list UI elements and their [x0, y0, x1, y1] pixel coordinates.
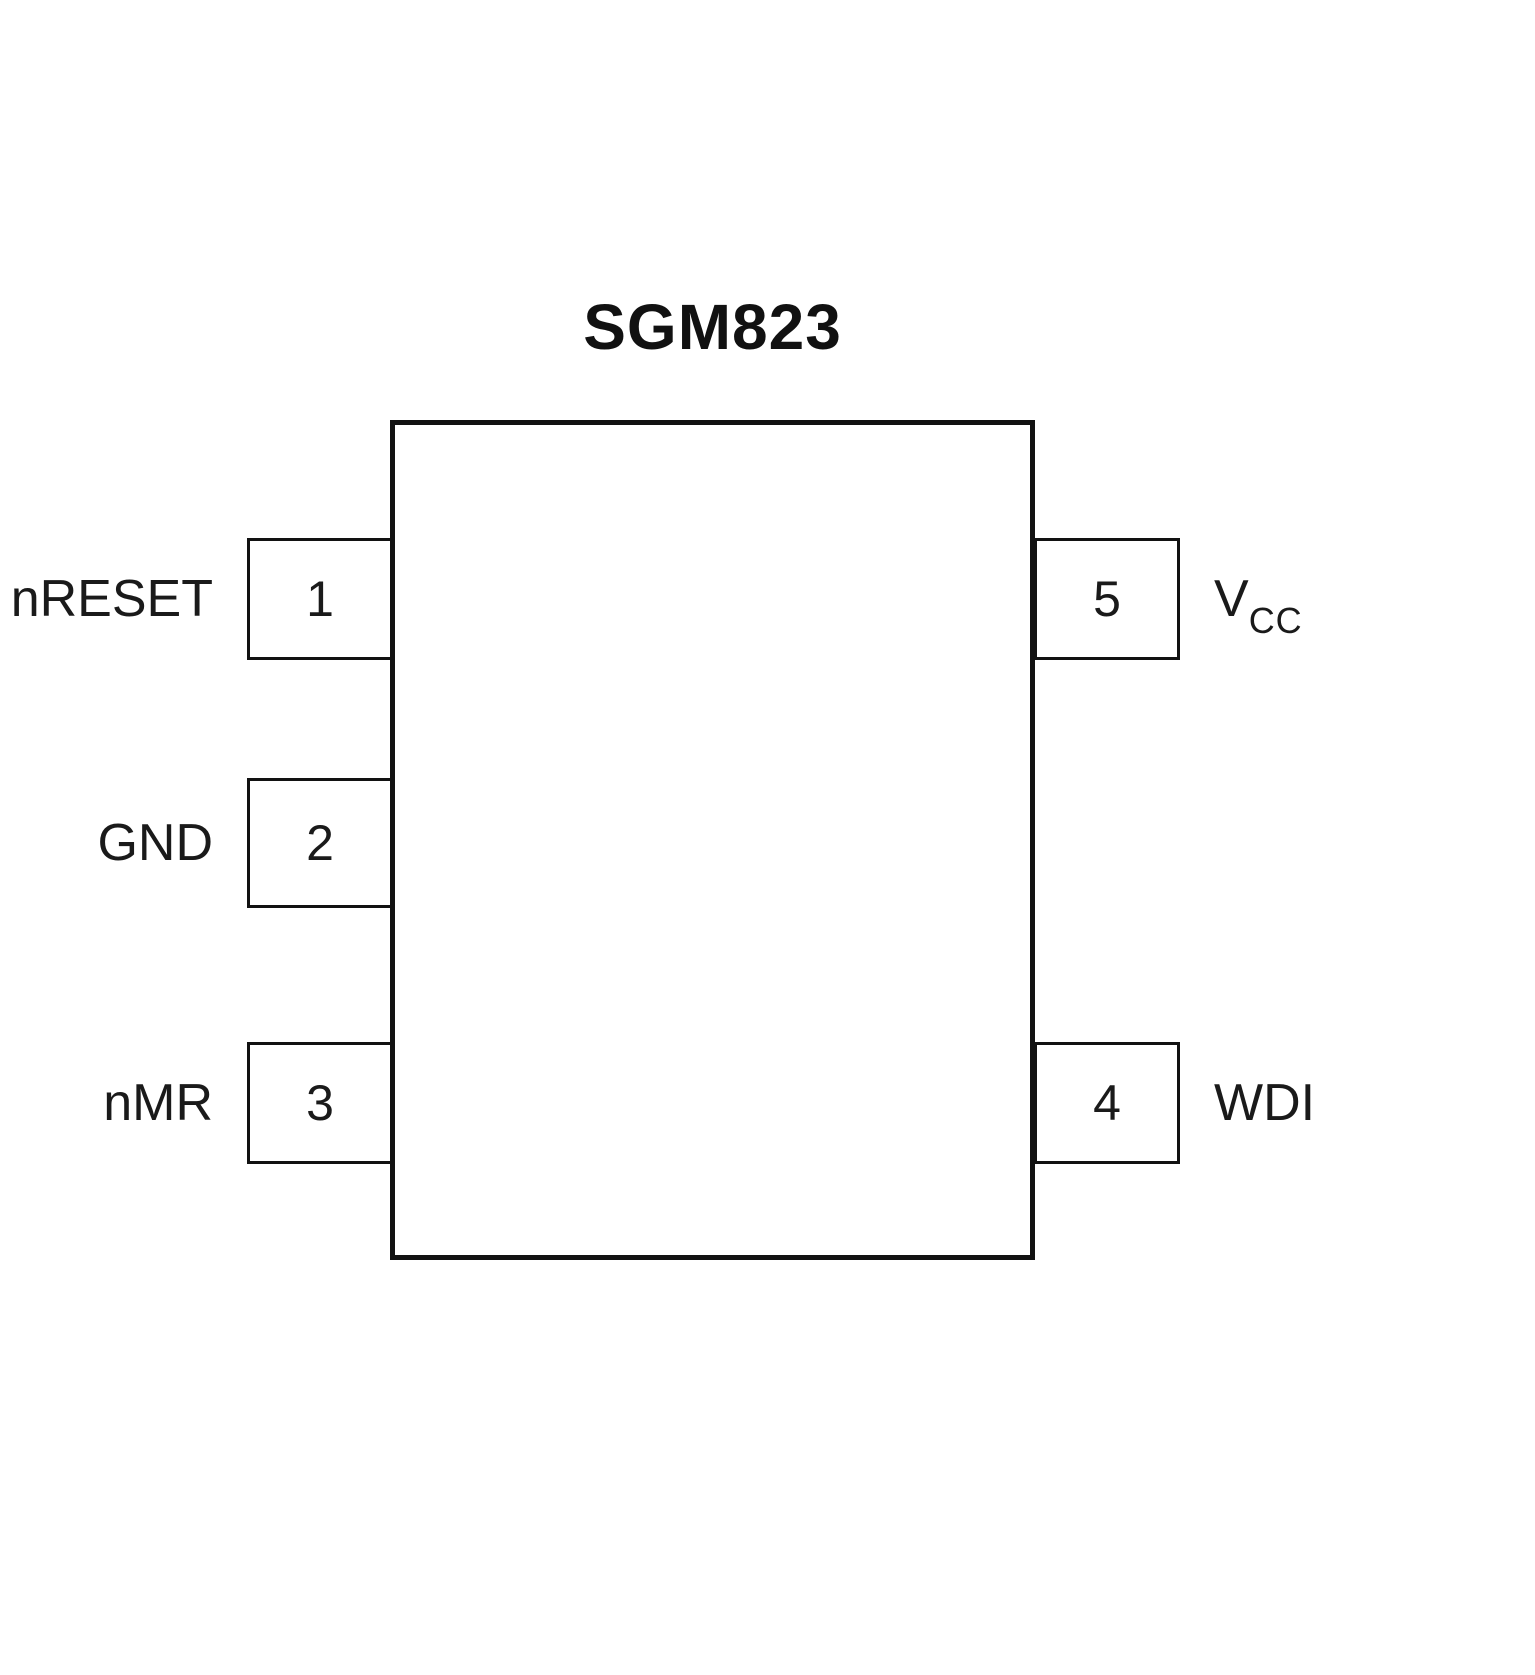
pin-label-vcc-subscript: CC [1248, 600, 1303, 641]
pin-box-1: 1 [247, 538, 393, 660]
pin-label-vcc: V CC [1214, 538, 1534, 660]
pin-label-wdi: WDI [1214, 1042, 1534, 1164]
chip-body-outline [390, 420, 1035, 1260]
pin-label-nreset: nRESET [0, 538, 213, 660]
pin-box-5: 5 [1034, 538, 1180, 660]
pin-box-3: 3 [247, 1042, 393, 1164]
pin-label-wdi-text: WDI [1214, 1074, 1316, 1132]
pin-box-2: 2 [247, 778, 393, 908]
pin-number-2: 2 [306, 815, 334, 871]
pin-number-1: 1 [306, 571, 334, 627]
pin-number-3: 3 [306, 1075, 334, 1131]
pin-label-nreset-text: nRESET [10, 570, 213, 628]
pin-label-nmr-text: nMR [103, 1074, 213, 1132]
pin-label-vcc-text: V [1214, 570, 1249, 628]
pin-label-gnd-text: GND [97, 814, 213, 872]
pin-label-gnd: GND [0, 778, 213, 908]
pin-number-4: 4 [1093, 1075, 1121, 1131]
pin-box-4: 4 [1034, 1042, 1180, 1164]
pin-number-5: 5 [1093, 571, 1121, 627]
pin-label-nmr: nMR [0, 1042, 213, 1164]
chip-title: SGM823 [583, 291, 842, 363]
